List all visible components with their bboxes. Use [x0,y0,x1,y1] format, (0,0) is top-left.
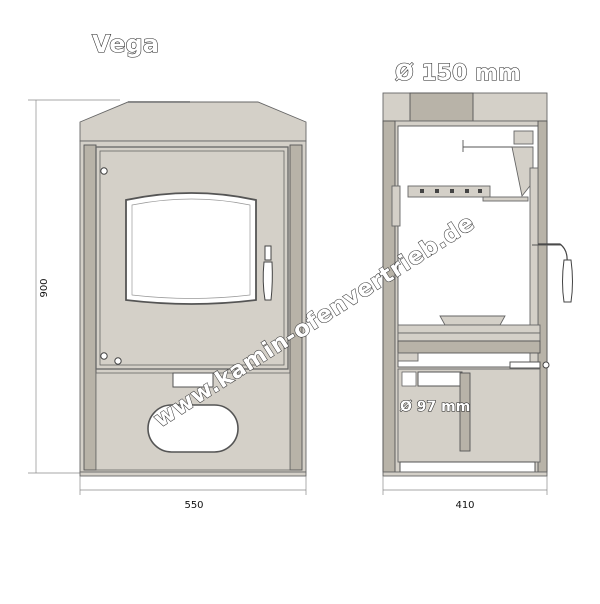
front-view: Vega 900 [28,29,307,511]
flue-outlet [382,92,548,122]
door-hinge-top-icon [100,167,108,175]
width-label: 550 [184,500,203,511]
stove-base [79,471,307,477]
depth-dimension: 410 [382,476,548,511]
stove-top-hood [79,101,307,142]
side-drawer-handle [417,371,463,387]
side-view: Ø 150 mm [382,60,573,511]
ash-drawer [95,372,291,471]
height-dimension: 900 [28,99,120,474]
door-screw-icon [114,357,122,365]
right-side-trim [289,144,303,471]
flue-diameter-label: Ø 150 mm [395,61,521,86]
air-inlet-diameter-label: Ø 97 mm [400,399,470,415]
air-intake-oval [147,404,239,453]
air-slider [509,361,541,369]
drawer-handle [172,372,214,388]
depth-label: 410 [455,500,474,511]
width-dimension: 550 [79,476,307,511]
baffle-plate [462,130,534,198]
left-side-trim [83,144,97,471]
side-base [382,471,548,477]
door-glass-window [125,192,257,305]
fire-door [95,146,289,370]
ash-compartment [397,361,550,473]
height-label: 900 [39,278,50,297]
door-hinge-bottom-icon [100,352,108,360]
ash-pan [399,461,536,473]
model-title: Vega [92,30,159,58]
grate [397,315,541,362]
air-slider-knob-icon [542,361,550,369]
door-handle-icon [262,245,273,301]
secondary-air-strip [391,185,529,227]
side-back-wall [382,120,396,473]
